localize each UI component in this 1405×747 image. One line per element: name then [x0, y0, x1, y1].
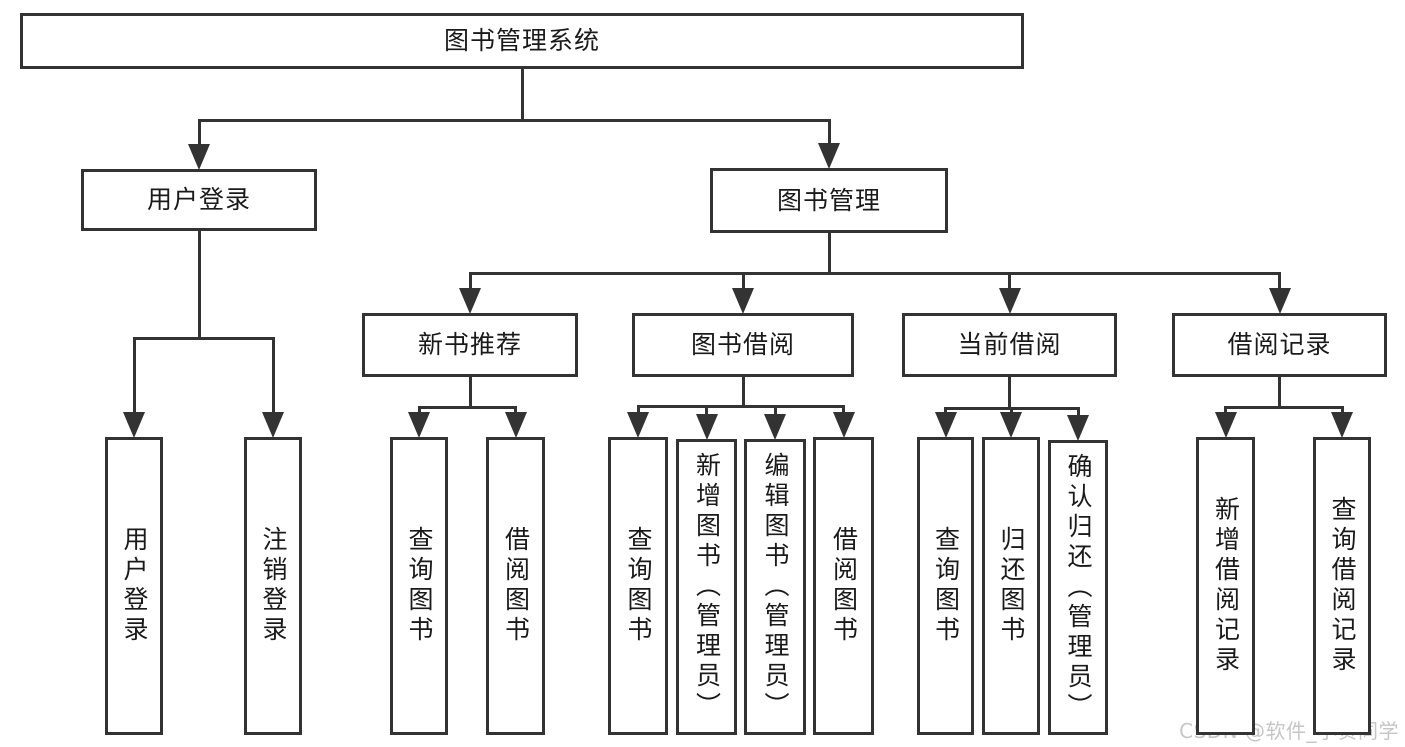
node-edit-books-admin: 编辑图书（管理员）: [744, 439, 806, 735]
connector-stem-borrow-records: [1278, 376, 1281, 409]
connector-stem-current-borrow: [1008, 376, 1011, 410]
connector-stub-user-login-leaf: [132, 337, 136, 413]
connector-stub-query-borrow-record: [1340, 406, 1344, 413]
arrowhead-down-borrow-books-leaf: [832, 412, 855, 438]
connector-stub-borrow-records: [1278, 272, 1281, 289]
connector-stub-query-books-current: [944, 407, 947, 413]
connector-stub-edit-books-admin: [773, 405, 777, 415]
node-new-book-rec: 新书推荐: [362, 313, 578, 377]
arrowhead-down-logout-leaf: [262, 412, 284, 438]
connector-stub-book-borrow: [741, 272, 745, 289]
node-current-borrow: 当前借阅: [902, 313, 1117, 377]
node-user-login: 用户登录: [81, 169, 317, 231]
node-logout-leaf: 注销登录: [244, 437, 302, 735]
connector-stem-root: [520, 68, 524, 122]
connector-stub-add-borrow-record: [1224, 406, 1227, 413]
connector-stem-user-login: [197, 230, 201, 340]
connector-stub-return-books: [1009, 407, 1013, 413]
connector-bar-root: [197, 119, 831, 122]
arrowhead-down-edit-books-admin: [764, 414, 786, 440]
arrowhead-down-add-books-admin: [695, 414, 718, 440]
connector-stem-book-borrow: [741, 376, 745, 408]
connector-stub-logout-leaf: [271, 337, 275, 413]
node-book-borrow: 图书借阅: [632, 313, 854, 377]
connector-bar-new-book-rec: [417, 406, 517, 409]
connector-stub-borrow-books-rec: [514, 406, 517, 413]
node-confirm-return-admin: 确认归还（管理员）: [1048, 440, 1108, 735]
arrowhead-down-current-borrow: [998, 288, 1021, 314]
arrowhead-down-new-book-rec: [459, 288, 481, 314]
connector-stem-book-mgmt: [827, 232, 831, 275]
connector-stub-query-books-rec: [417, 406, 421, 413]
arrowhead-down-query-books-rec: [408, 412, 430, 438]
connector-stub-confirm-return-admin: [1076, 407, 1080, 416]
node-add-books-admin: 新增图书（管理员）: [676, 439, 737, 735]
node-root: 图书管理系统: [20, 13, 1024, 69]
node-book-mgmt: 图书管理: [710, 168, 948, 233]
connector-bar-user-login: [132, 337, 275, 340]
node-query-books-current: 查询图书: [917, 437, 974, 735]
node-query-books-borrow: 查询图书: [608, 437, 668, 735]
arrowhead-down-return-books: [1000, 412, 1022, 438]
arrowhead-down-query-books-borrow: [627, 412, 649, 438]
node-query-books-rec: 查询图书: [390, 437, 448, 735]
connector-bar-book-borrow: [636, 405, 845, 408]
node-borrow-books-rec: 借阅图书: [486, 437, 545, 735]
arrowhead-down-confirm-return-admin: [1067, 415, 1089, 441]
connector-bar-borrow-records: [1224, 406, 1344, 409]
connector-stub-borrow-books-leaf: [842, 405, 845, 413]
node-borrow-books-leaf: 借阅图书: [813, 437, 874, 735]
connector-stub-book-mgmt: [827, 119, 831, 144]
connector-bar-book-mgmt: [468, 272, 1281, 275]
connector-stub-new-book-rec: [468, 272, 472, 289]
node-user-login-leaf: 用户登录: [105, 437, 163, 735]
arrowhead-down-borrow-books-rec: [504, 412, 527, 438]
arrowhead-down-borrow-records: [1268, 288, 1291, 314]
node-query-borrow-record: 查询借阅记录: [1313, 437, 1371, 735]
node-borrow-records: 借阅记录: [1172, 313, 1387, 377]
connector-stub-user-login: [197, 119, 201, 145]
connector-stub-add-books-admin: [705, 405, 708, 415]
connector-stub-current-borrow: [1008, 272, 1011, 289]
connector-stub-query-books-borrow: [636, 405, 640, 413]
node-add-borrow-record: 新增借阅记录: [1196, 437, 1255, 735]
connector-stem-new-book-rec: [468, 376, 472, 409]
arrowhead-down-user-login: [188, 144, 210, 170]
arrowhead-down-query-books-current: [934, 412, 957, 438]
arrowhead-down-query-borrow-record: [1331, 412, 1353, 438]
arrowhead-down-user-login-leaf: [123, 412, 145, 438]
node-return-books: 归还图书: [982, 437, 1040, 735]
arrowhead-down-book-borrow: [732, 288, 754, 314]
arrowhead-down-add-borrow-record: [1214, 412, 1237, 438]
arrowhead-down-book-mgmt: [818, 143, 840, 169]
